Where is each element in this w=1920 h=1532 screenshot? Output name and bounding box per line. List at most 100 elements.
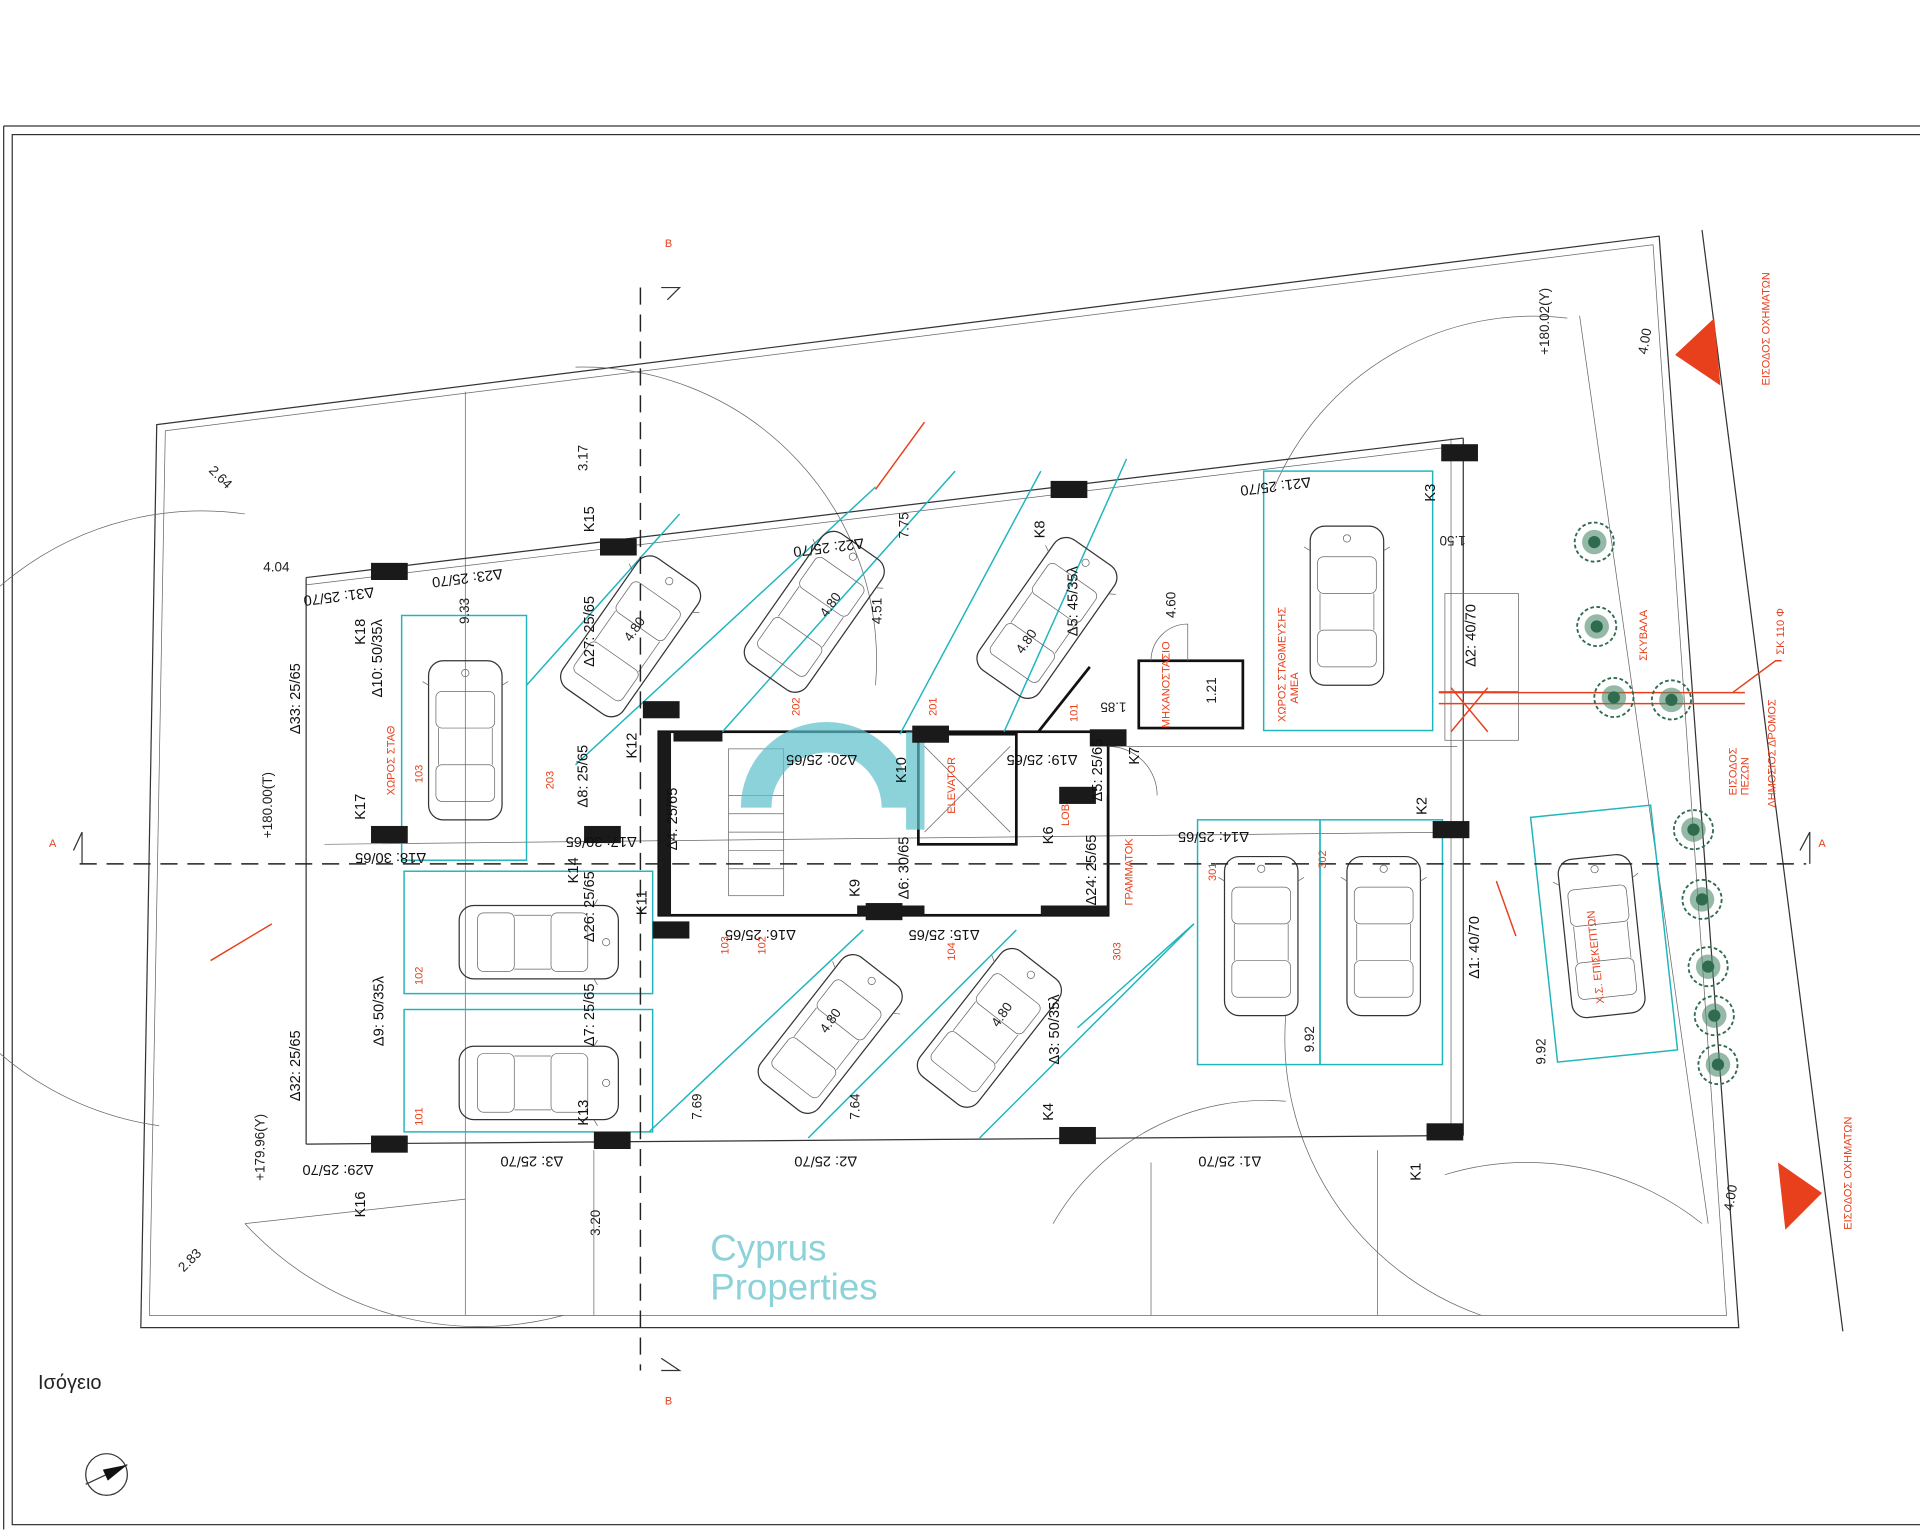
beam-label: Δ31: 25/70	[302, 583, 374, 608]
column-label: K1	[1408, 1163, 1424, 1181]
parking-number: 301	[1207, 863, 1219, 881]
watermark-line2: Properties	[710, 1267, 877, 1308]
column-label: K9	[848, 879, 864, 897]
column-k2	[1432, 821, 1470, 839]
column-label: K17	[353, 794, 369, 820]
parking-number: 202	[791, 697, 803, 715]
column-k18	[371, 562, 408, 581]
beam-label: Δ1: 25/70	[1198, 1152, 1261, 1168]
parking-number: 101	[413, 1107, 425, 1125]
beam-label: Δ18: 30/65	[355, 849, 426, 865]
dimension-label: 7.75	[897, 512, 912, 538]
building-slab	[305, 437, 1464, 1145]
dimension-label: 4.80	[1013, 626, 1040, 656]
column-label: K18	[353, 619, 369, 645]
parking-number: 203	[544, 771, 556, 789]
beam-label: Δ20: 25/65	[786, 751, 857, 767]
dimension-label: 4.80	[621, 614, 648, 644]
column-label: K11	[635, 890, 651, 915]
beam-label: Δ32: 25/65	[288, 1030, 304, 1101]
dimension-label: 7.69	[690, 1093, 705, 1119]
label-level-2: +180.02(Υ)	[1537, 288, 1552, 355]
dimension-label: 4.00	[1721, 1184, 1740, 1212]
parking-number: 101	[1069, 704, 1081, 722]
north-arrow	[85, 1453, 128, 1496]
label-refuse: ΣΚΥΒΑΛΑ	[1638, 609, 1650, 660]
dimension-label: 1.21	[1204, 677, 1219, 703]
label-visitor-parking: Χ.Σ. ΕΠΙΣΚΕΠΤΩΝ	[1585, 910, 1607, 1005]
column-k10	[912, 725, 949, 743]
section-marker: B	[665, 1396, 672, 1408]
label-machine-room: ΜΗΧΑΝΟΣΤΑΣΙΟ	[1160, 641, 1172, 728]
dimension-label: 3.20	[588, 1210, 603, 1236]
dimension-label: 4.60	[1164, 592, 1179, 618]
column-k16	[371, 1135, 408, 1153]
column-label: K8	[1032, 520, 1048, 538]
beam-label: Δ2: 40/70	[1464, 604, 1480, 667]
label-level-1: +180.00(Τ)	[260, 772, 275, 838]
dimension-label: 1.50	[1440, 533, 1466, 548]
column-k9	[865, 903, 903, 921]
dimension-label: 7.64	[848, 1093, 863, 1120]
vehicle-entrance-arrow-top	[1675, 318, 1721, 386]
column-k6	[1059, 786, 1096, 804]
beam-label: Δ9: 50/35λ	[371, 975, 387, 1046]
column-k12	[642, 701, 680, 719]
parking-number: 302	[1317, 850, 1329, 868]
dimension-label: 2.83	[175, 1246, 204, 1275]
column-k14	[584, 825, 621, 844]
beam-label: Δ10: 50/35λ	[370, 619, 386, 698]
column-label: K4	[1041, 1103, 1057, 1121]
beam-label: Δ19: 25/65	[1007, 751, 1078, 767]
dimension-label: 9.92	[1533, 1038, 1548, 1064]
label-vehicle-entrance-bottom: ΕΙΣΟΔΟΣ ΟΧΗΜΑΤΩΝ	[1842, 1116, 1854, 1229]
column-label: K7	[1127, 747, 1143, 765]
label-pedestrian-entrance-2: ΠΕΖΩΝ	[1740, 757, 1752, 795]
dimension-label: 9.33	[457, 598, 472, 624]
dimension-label: 1.85	[1100, 699, 1126, 714]
parking-number: 103	[720, 936, 732, 954]
column-k3	[1441, 444, 1478, 462]
column-label: K6	[1041, 826, 1057, 844]
label-vehicle-entrance-top: ΕΙΣΟΔΟΣ ΟΧΗΜΑΤΩΝ	[1760, 272, 1772, 385]
dimension-label: 9.92	[1302, 1026, 1317, 1052]
beam-label: Δ14: 25/65	[1178, 828, 1249, 844]
beam-label: Δ5: 45/35λ	[1066, 565, 1082, 636]
column-k1	[1426, 1123, 1464, 1141]
column-label: K16	[353, 1191, 369, 1217]
column-k17	[371, 825, 408, 844]
label-public-road: ΔΗΜΟΣΙΟΣ ΔΡΟΜΟΣ	[1767, 699, 1779, 808]
dimension-label: 3.17	[576, 445, 591, 471]
beam-label: Δ21: 25/70	[1239, 473, 1311, 498]
beam-label: Δ16: 25/65	[725, 926, 796, 942]
beam-label: Δ3: 25/70	[500, 1152, 563, 1168]
column-k13	[593, 1131, 631, 1149]
beam-label: Δ22: 25/70	[792, 534, 864, 559]
floor-title: Ισόγειο	[38, 1372, 102, 1394]
watermark-line1: Cyprus	[710, 1227, 826, 1268]
dimension-label: 4.80	[817, 1006, 844, 1036]
label-level-3: +179.96(Υ)	[252, 1114, 267, 1181]
structural-columns: K1K2K3K4K6K7K8K9K10K11K12K13K14K15K16K17…	[353, 444, 1478, 1218]
beam-label: Δ2: 25/70	[794, 1152, 857, 1168]
column-label: K10	[894, 757, 910, 783]
column-label: K14	[566, 857, 582, 883]
section-lines	[72, 286, 1811, 1372]
label-pedestrian-entrance-1: ΕΙΣΟΔΟΣ	[1727, 747, 1739, 795]
column-k8	[1050, 480, 1088, 499]
beam-label: Δ1: 40/70	[1467, 916, 1483, 979]
parking-number: 102	[756, 936, 768, 954]
dimension-label: 2.64	[206, 463, 235, 492]
column-k4	[1059, 1126, 1096, 1145]
dimension-label: 4.51	[870, 598, 885, 624]
beam-label: Δ15: 25/65	[909, 926, 980, 942]
column-k11	[652, 921, 690, 939]
sheet-frame	[3, 125, 1920, 1530]
beam-label: Δ4: 25/65	[665, 788, 681, 851]
column-label: K3	[1423, 484, 1439, 502]
beam-label: Δ27: 25/65	[582, 596, 598, 667]
column-label: K13	[576, 1100, 592, 1126]
site-boundary	[0, 229, 1844, 1332]
parking-number: 201	[928, 697, 940, 715]
